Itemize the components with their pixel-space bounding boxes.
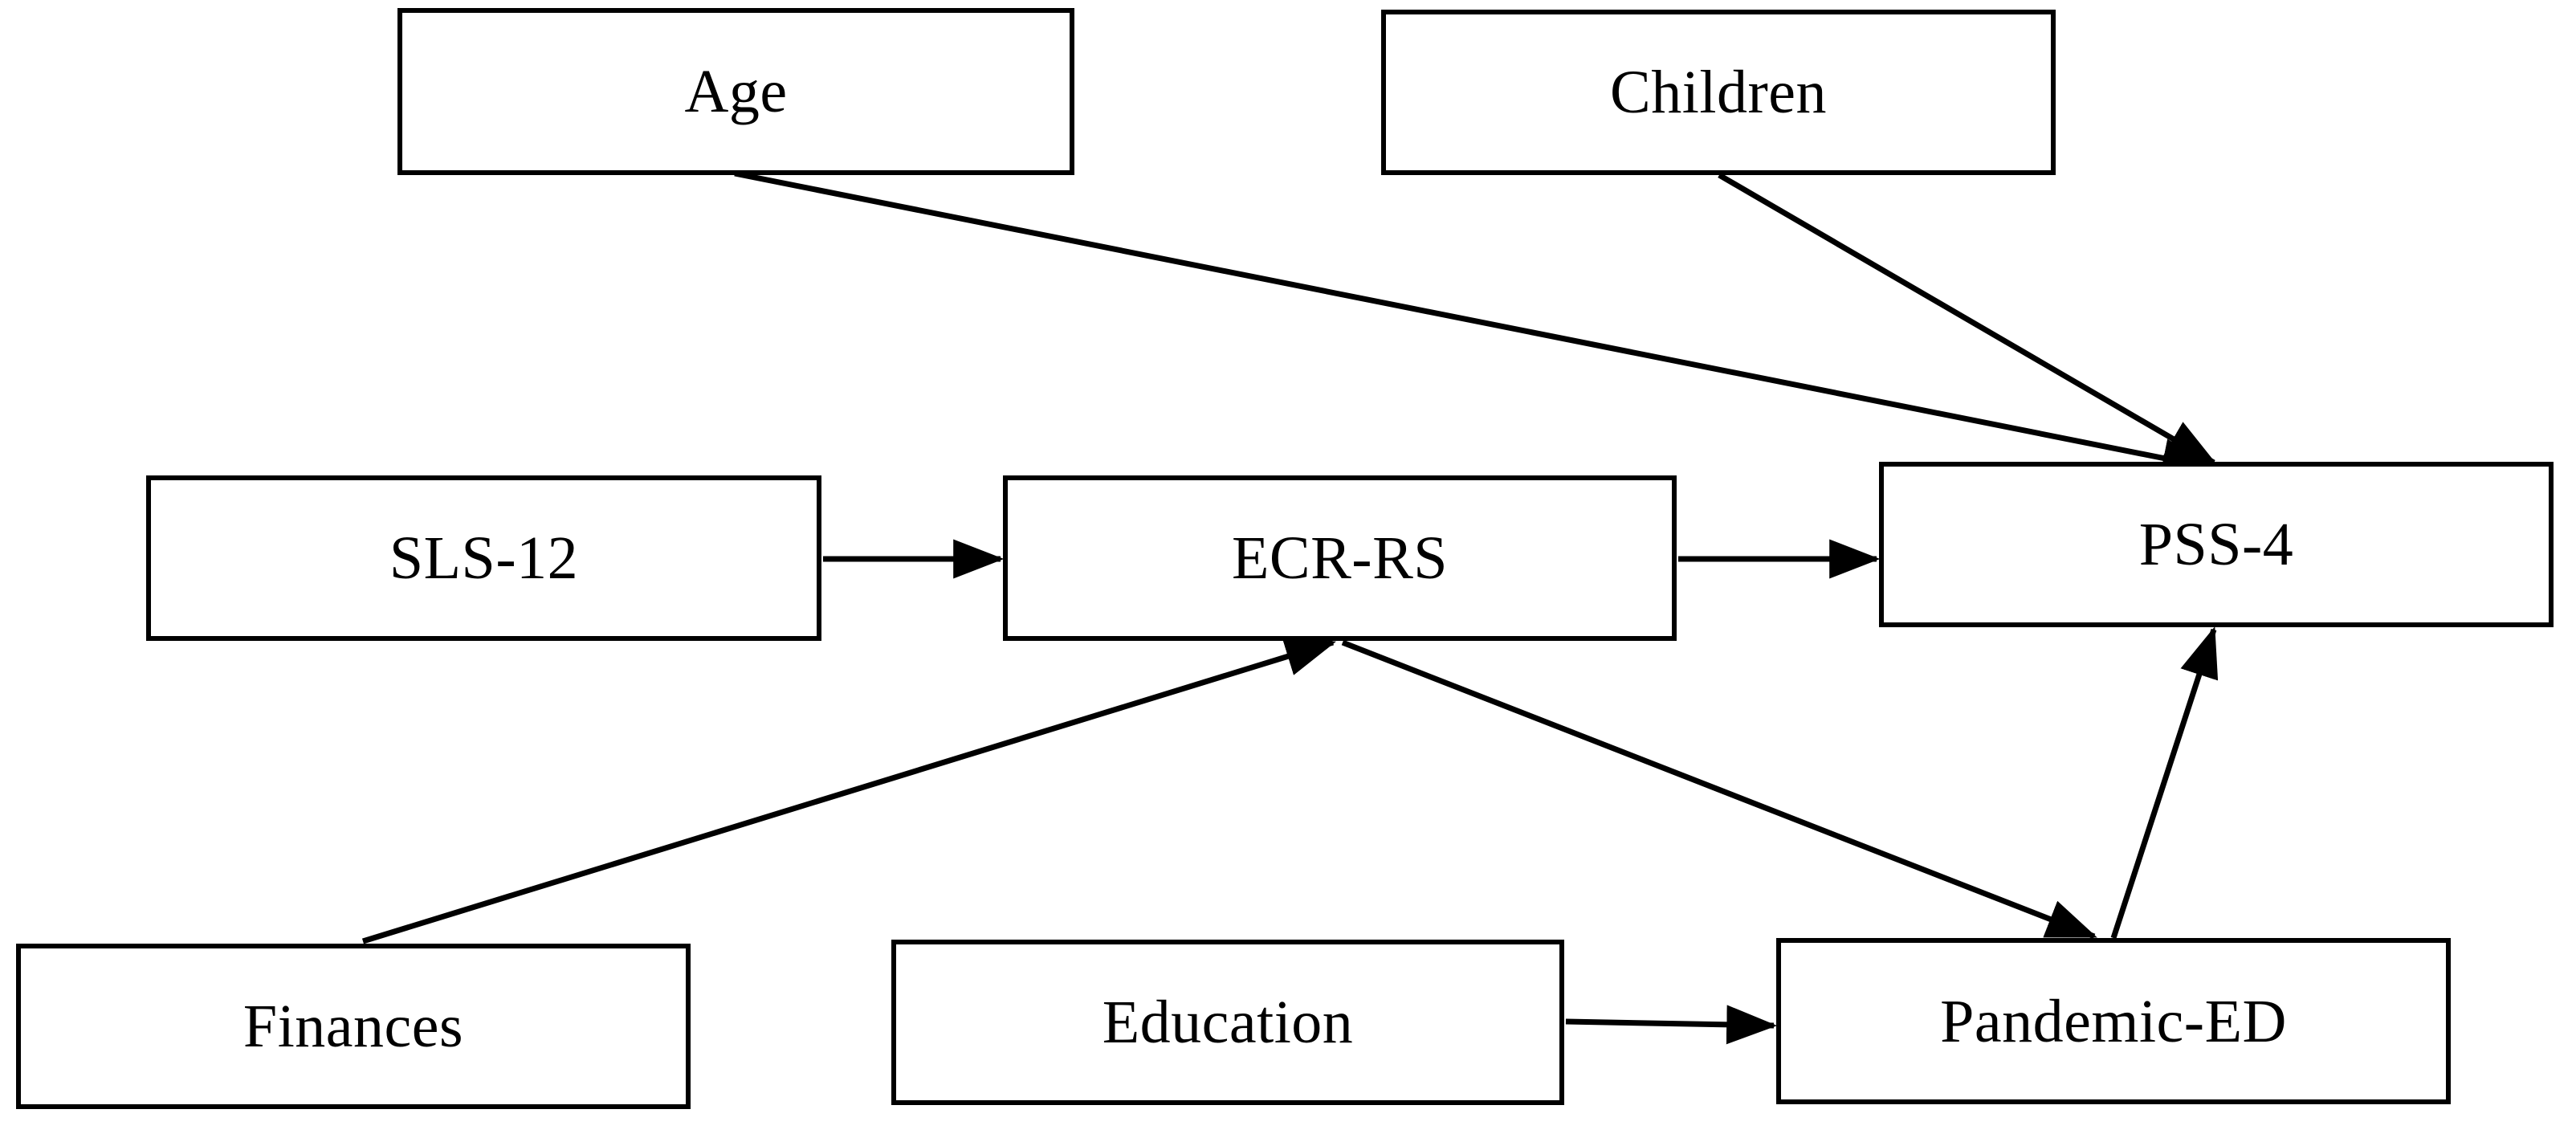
node-box-ecr-rs[interactable]: ECR-RS: [1003, 475, 1677, 641]
node-label-pandemic-ed: Pandemic-ED: [1940, 987, 2287, 1055]
node-label-children: Children: [1610, 59, 1827, 126]
edge-education-to-pandemic: [1565, 1005, 1778, 1045]
node-label-education: Education: [1102, 989, 1354, 1056]
node-label-age: Age: [684, 58, 788, 125]
node-box-sls-12[interactable]: SLS-12: [146, 475, 821, 641]
edge-pandemic-to-pss4: [2110, 626, 2219, 940]
node-box-age[interactable]: Age: [397, 8, 1074, 175]
node-box-finances[interactable]: Finances: [16, 944, 691, 1109]
node-label-pss-4: PSS-4: [2138, 511, 2294, 578]
node-box-pandemic-ed[interactable]: Pandemic-ED: [1776, 938, 2451, 1104]
node-box-education[interactable]: Education: [891, 940, 1564, 1105]
edge-children-to-pss4: [1718, 172, 2217, 466]
edge-age-to-pss4: [734, 170, 2214, 478]
edge-finances-to-ecrrs: [361, 637, 1337, 944]
edge-ecrrs-to-pandemic: [1341, 639, 2097, 940]
node-label-ecr-rs: ECR-RS: [1231, 524, 1449, 592]
node-label-sls-12: SLS-12: [389, 524, 579, 592]
node-label-finances: Finances: [243, 993, 464, 1060]
node-box-pss-4[interactable]: PSS-4: [1879, 462, 2554, 627]
node-box-children[interactable]: Children: [1381, 10, 2056, 175]
